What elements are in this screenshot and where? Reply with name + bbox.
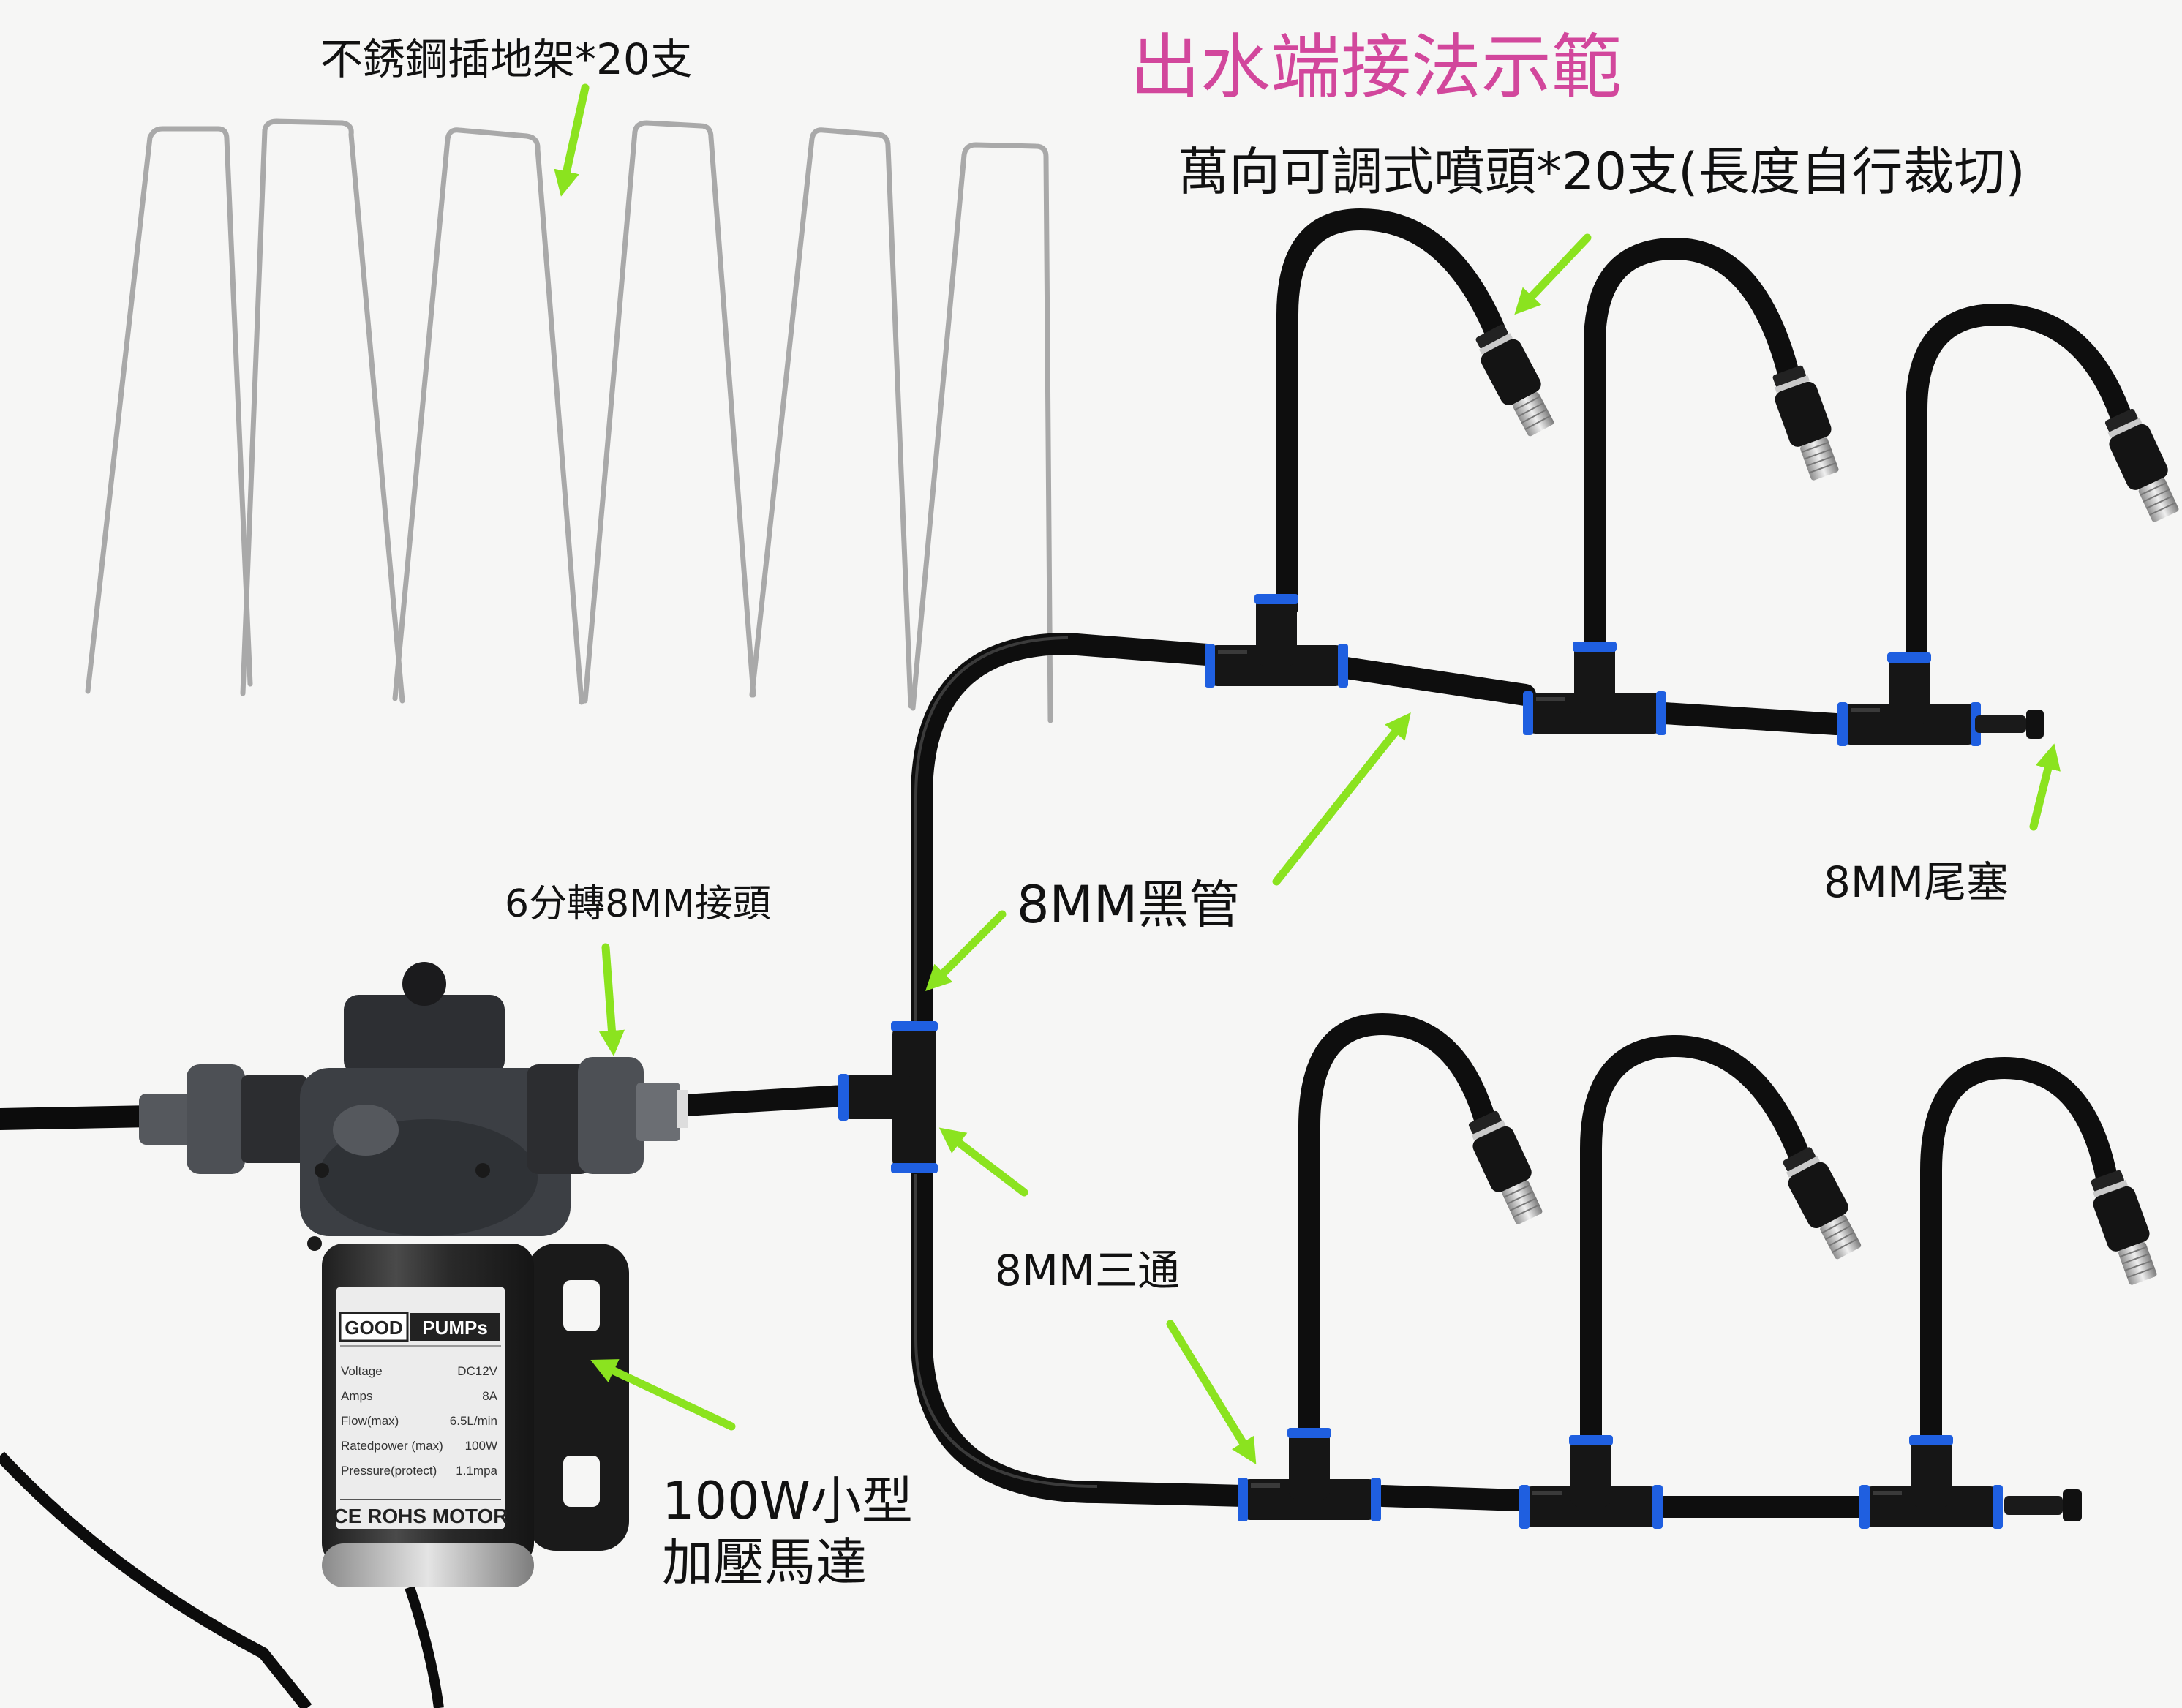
label-tee: 8MM三通 [995, 1246, 1180, 1295]
nozzle [1772, 365, 1839, 481]
annotation-arrows [554, 83, 2061, 1465]
arrow-tee [938, 1127, 1028, 1197]
arrow-tee-lower [1166, 1320, 1257, 1465]
end-plug-bottom [2004, 1489, 2082, 1521]
arrow-adapter [598, 943, 625, 1057]
pump-label-plate [336, 1287, 505, 1529]
tube-highlights [914, 636, 1098, 1488]
label-nozzles: 萬向可調式噴頭*20支(長度自行裁切) [1178, 142, 2025, 202]
pump-brand-left: GOOD [345, 1317, 402, 1339]
tee-fittings [838, 594, 2003, 1529]
tee-fitting [1837, 652, 1981, 746]
nozzle [2104, 408, 2179, 522]
pump-spec-key-3: Ratedpower (max) [341, 1439, 443, 1453]
nozzle [1475, 324, 1554, 437]
pump-brand-right: PUMPs [422, 1317, 488, 1339]
pump-spec-key-4: Pressure(protect) [341, 1464, 437, 1478]
end-plug-top [1975, 710, 2044, 739]
arrow-stakes [554, 83, 590, 197]
label-pump: 100W小型 加壓馬達 [662, 1471, 913, 1592]
pump-spec-val-2: 6.5L/min [450, 1414, 497, 1428]
label-black-tube: 8MM黑管 [1017, 875, 1241, 935]
pump-spec-key-0: Voltage [341, 1364, 383, 1378]
page-title: 出水端接法示範 [1130, 26, 1622, 108]
arrow-end-plug [2029, 743, 2061, 831]
tee-fitting [1238, 1428, 1381, 1521]
pump-plate-text: GOOD PUMPs Voltage DC12V Amps 8A Flow(ma… [333, 1317, 508, 1527]
nozzle [1783, 1147, 1862, 1260]
tee-fitting [1859, 1435, 2003, 1529]
nozzle [2091, 1170, 2157, 1285]
pump-spec-key-1: Amps [341, 1389, 372, 1403]
tee-fitting [1523, 642, 1666, 735]
main-tee-fitting [838, 1021, 938, 1173]
label-adapter: 6分轉8MM接頭 [505, 882, 771, 926]
pump-cert: CE ROHS MOTOR [333, 1505, 508, 1527]
arrow-nozzles [1514, 233, 1592, 315]
label-steel-stakes: 不銹鋼插地架*20支 [320, 34, 693, 84]
pump-spec-key-2: Flow(max) [341, 1414, 399, 1428]
pump-spec-val-0: DC12V [457, 1364, 497, 1378]
steel-stakes [85, 118, 1053, 723]
arrow-black-tube-upper [1272, 712, 1411, 886]
label-end-plug: 8MM尾塞 [1824, 857, 2009, 907]
nozzles [1468, 324, 2179, 1285]
pump-spec-val-1: 8A [482, 1389, 497, 1403]
pump-spec-val-3: 100W [465, 1439, 497, 1453]
nozzle [1468, 1110, 1543, 1224]
arrow-pump [590, 1359, 736, 1431]
pump-spec-val-4: 1.1mpa [456, 1464, 497, 1478]
pump [0, 962, 688, 1708]
tee-fitting [1519, 1435, 1663, 1529]
tee-fitting [1205, 594, 1348, 688]
arrow-black-tube-lower [925, 910, 1007, 991]
